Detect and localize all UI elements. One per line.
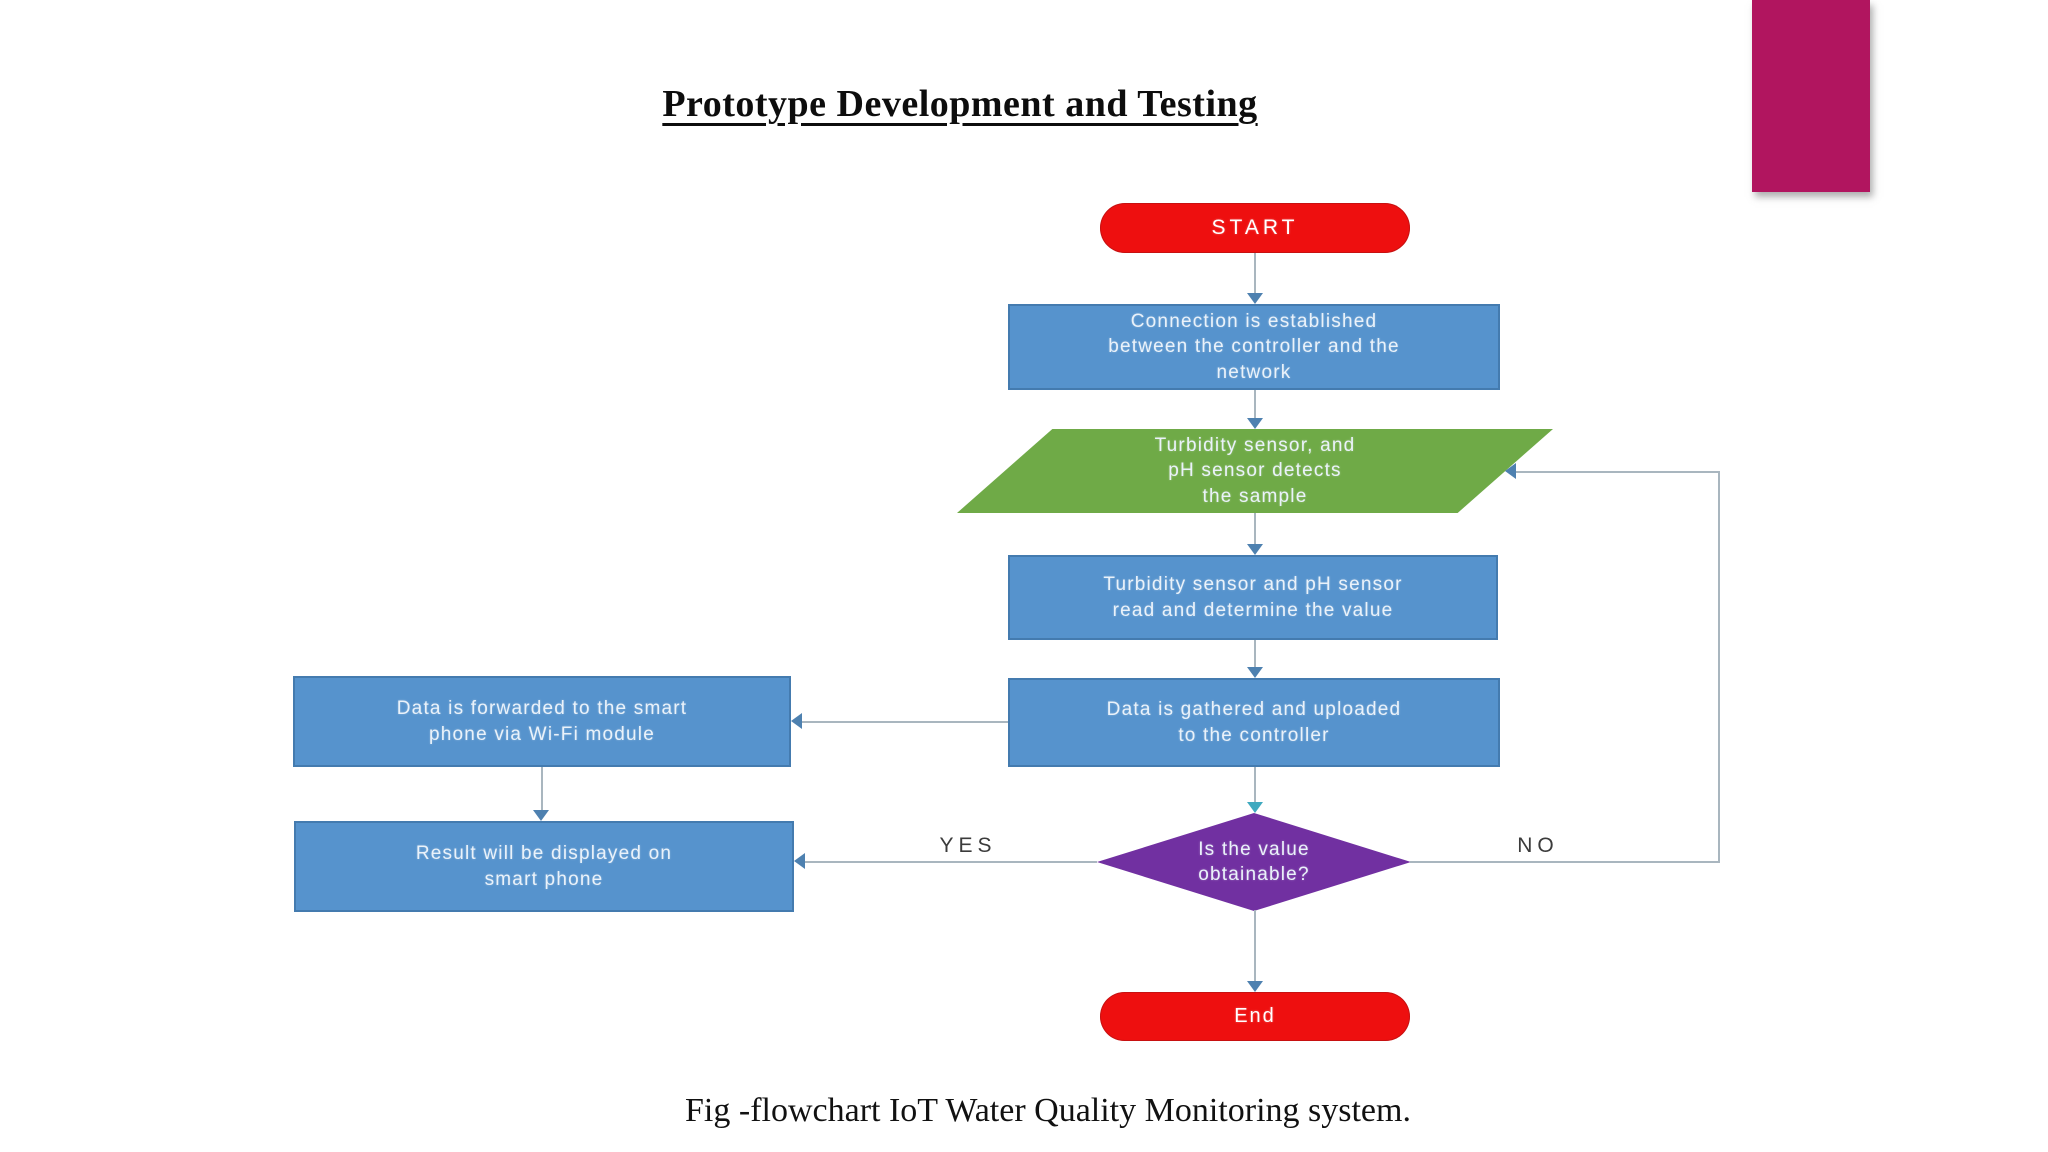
node-read-label: Turbidity sensor and pH sensor read and … [1103, 574, 1403, 621]
arrowhead-down-icon [1247, 293, 1263, 304]
figure-caption: Fig -flowchart IoT Water Quality Monitor… [685, 1092, 1411, 1129]
node-display-label: Result will be displayed on smart phone [415, 843, 673, 890]
edge-gather-to-forward [802, 721, 1008, 723]
edge-decision-to-end [1254, 910, 1256, 982]
arrowhead-left-icon [794, 853, 805, 869]
node-end-label: End [1234, 1005, 1276, 1028]
arrowhead-down-icon [533, 810, 549, 821]
edge-forward-to-display [541, 767, 543, 811]
edge-gather-to-decision [1254, 767, 1256, 803]
edge-decision-no-return [1516, 471, 1720, 473]
arrowhead-down-icon [1247, 802, 1263, 813]
edge-decision-yes-to-display [805, 861, 1097, 863]
flowchart-node-connection: Connection is established between the co… [1008, 304, 1500, 390]
node-decision-label: Is the value obtainable? [1198, 838, 1310, 885]
page-title: Prototype Development and Testing [662, 83, 1258, 125]
node-connection-label: Connection is established between the co… [1108, 311, 1400, 383]
flowchart-node-decision: Is the value obtainable? [1097, 813, 1411, 911]
arrowhead-left-icon [1505, 463, 1516, 479]
branch-label-yes: YES [939, 834, 997, 857]
node-gather-label: Data is gathered and uploaded to the con… [1106, 699, 1402, 746]
node-forward-label: Data is forwarded to the smart phone via… [396, 698, 688, 745]
flowchart-node-read: Turbidity sensor and pH sensor read and … [1008, 555, 1498, 640]
arrowhead-down-icon [1247, 418, 1263, 429]
edge-decision-no-vertical [1718, 471, 1720, 863]
flowchart-node-forward: Data is forwarded to the smart phone via… [293, 676, 791, 767]
flowchart-node-gather: Data is gathered and uploaded to the con… [1008, 678, 1500, 767]
branch-label-no: NO [1517, 834, 1559, 857]
edge-start-to-connection [1254, 253, 1256, 294]
flowchart-node-start: START [1100, 203, 1410, 253]
edge-connection-to-detect [1254, 390, 1256, 419]
edge-decision-no-horizontal [1410, 861, 1720, 863]
arrowhead-down-icon [1247, 981, 1263, 992]
magenta-accent-rect [1752, 0, 1870, 192]
arrowhead-down-icon [1247, 544, 1263, 555]
flowchart-node-display: Result will be displayed on smart phone [294, 821, 794, 912]
arrowhead-down-icon [1247, 667, 1263, 678]
flowchart-node-detect: Turbidity sensor, and pH sensor detects … [957, 429, 1553, 513]
flowchart-node-end: End [1100, 992, 1410, 1041]
edge-detect-to-read [1254, 513, 1256, 545]
node-detect-label: Turbidity sensor, and pH sensor detects … [1154, 435, 1356, 507]
node-start-label: START [1211, 216, 1299, 240]
edge-read-to-gather [1254, 640, 1256, 668]
arrowhead-left-icon [791, 713, 802, 729]
